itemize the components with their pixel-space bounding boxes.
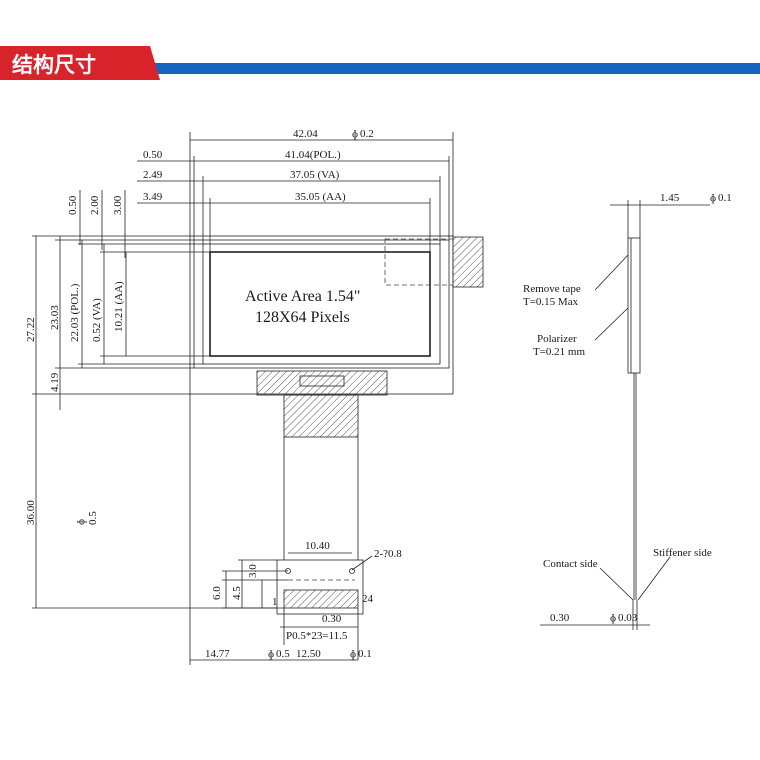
section-header: 结构尺寸 — [0, 46, 760, 80]
viewing-area — [202, 243, 441, 365]
dim-left-aa: 10.21 (AA) — [113, 281, 125, 332]
svg-text:ɸ: ɸ — [268, 648, 274, 660]
dim-fpc-tol: 0.5 — [87, 511, 99, 525]
label-polarizer-t: T=0.21 mm — [533, 346, 585, 358]
svg-text:ɸ: ɸ — [75, 519, 87, 525]
side-view: 1.45 ɸ 0.1 Remove tape T=0.15 Max Polari… — [523, 192, 732, 630]
dim-fpc-holes: 2-?0.8 — [374, 548, 402, 560]
front-view: Active Area 1.54" 128X64 Pixels 42.04 ɸ … — [25, 128, 484, 665]
dim-fpc-h6: 6.0 — [211, 586, 223, 600]
dim-left-4: 4.19 — [49, 372, 61, 392]
dim-fpc-h3: 3.0 — [247, 564, 259, 578]
label-contact-side: Contact side — [543, 558, 598, 570]
label-stiffener-side: Stiffener side — [653, 547, 712, 559]
dim-pitch: P0.5*23=11.5 — [286, 630, 348, 642]
side-panel — [627, 237, 641, 374]
dim-left-27: 27.22 — [25, 317, 37, 342]
label-remove-tape: Remove tape — [523, 283, 581, 295]
dim-top-4: 3.49 — [143, 191, 163, 203]
fpc-hole-right — [349, 568, 355, 574]
fpc-pins — [283, 589, 359, 609]
header-red-tab — [0, 46, 160, 80]
svg-text:ɸ: ɸ — [350, 648, 356, 660]
fpc-stiffener — [283, 394, 359, 438]
dim-top-2: 2.49 — [143, 169, 163, 181]
ic-area — [256, 370, 388, 396]
dim-left-top-0: 0.50 — [67, 195, 79, 215]
dim-fpc-h45: 4.5 — [231, 586, 243, 600]
label-remove-tape-t: T=0.15 Max — [523, 296, 579, 308]
tape-tab — [452, 236, 484, 288]
dim-left-top-1: 2.00 — [89, 195, 101, 215]
dim-fpc-thickness-tol: 0.03 — [618, 612, 638, 624]
dim-left-va: 0.52 (VA) — [91, 298, 103, 342]
dim-overall-width: 42.04 — [293, 128, 318, 140]
label-polarizer: Polarizer — [537, 333, 577, 345]
dim-left-23: 23.03 — [49, 305, 61, 330]
pixels-label: 128X64 Pixels — [255, 309, 350, 326]
dim-overall-tol: 0.2 — [360, 128, 374, 140]
dim-top-0: 0.50 — [143, 149, 163, 161]
dim-fpc-thickness: 0.30 — [550, 612, 570, 624]
fpc-end — [276, 559, 364, 615]
dim-thickness-tol: 0.1 — [718, 192, 732, 204]
dim-bottom-offset: 14.77 — [205, 648, 230, 660]
dim-thickness: 1.45 — [660, 192, 680, 204]
dim-top-1: 41.04(POL.) — [285, 149, 341, 161]
dim-left-22: 22.03 (POL.) — [69, 283, 81, 342]
dim-top-3: 37.05 (VA) — [290, 169, 340, 181]
pin-last: 24 — [362, 593, 374, 605]
svg-text:ɸ: ɸ — [352, 128, 358, 140]
svg-text:ɸ: ɸ — [710, 192, 716, 204]
dim-left-top-2: 3.00 — [112, 195, 124, 215]
header-blue-bar — [140, 63, 760, 74]
active-area — [209, 251, 431, 357]
svg-text:ɸ: ɸ — [610, 612, 616, 624]
pin-first: 1 — [272, 596, 278, 608]
dim-fpc-width: 10.40 — [305, 540, 330, 552]
dim-bottom-span-tol: 0.1 — [358, 648, 372, 660]
dim-fpc-length: 36.00 — [25, 500, 37, 525]
dim-top-5: 35.05 (AA) — [295, 191, 346, 203]
active-area-label: Active Area 1.54" — [245, 288, 360, 305]
section-title: 结构尺寸 — [12, 53, 96, 77]
dim-bottom-offset-tol: 0.5 — [276, 648, 290, 660]
dim-pin-width: 0.30 — [322, 613, 342, 625]
dim-bottom-span: 12.50 — [296, 648, 321, 660]
